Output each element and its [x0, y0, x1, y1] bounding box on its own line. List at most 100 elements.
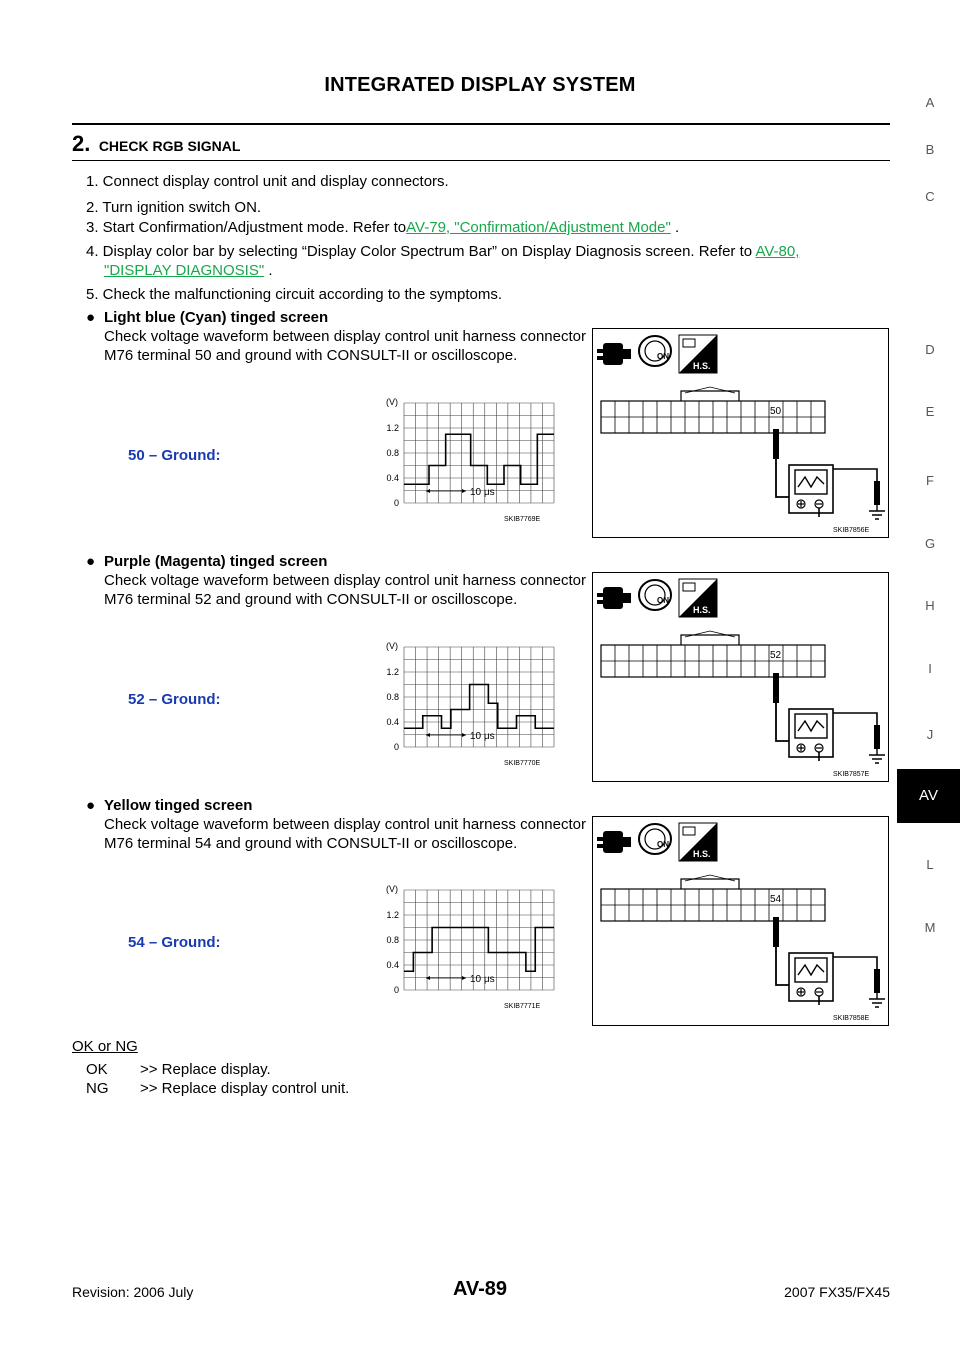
header-divider — [72, 123, 890, 125]
tab-e[interactable]: E — [925, 404, 935, 419]
section-number: 2. — [72, 131, 91, 156]
step-4: 4. Display color bar by selecting “Displ… — [86, 242, 890, 280]
waveform-line — [404, 433, 554, 486]
harness-connector — [600, 630, 826, 678]
tab-av-active[interactable]: AV — [897, 769, 960, 823]
connector-icon — [597, 343, 631, 365]
axis-tick-label: 1.2 — [386, 423, 399, 433]
axis-tick-label: 0.8 — [386, 692, 399, 702]
axis-unit: (V) — [386, 397, 398, 407]
step-5: 5. Check the malfunctioning circuit acco… — [86, 286, 503, 303]
step-3-suffix: . — [670, 219, 680, 236]
step-4-text: 4. Display color bar by selecting “Displ… — [86, 243, 756, 260]
harness-connector — [600, 874, 826, 922]
bullet-heading: Yellow tinged screen — [104, 797, 253, 814]
link-display-diagnosis[interactable]: "DISPLAY DIAGNOSIS" — [104, 262, 265, 279]
ground-label: 54 – Ground: — [128, 934, 221, 951]
scope-grid — [403, 646, 555, 748]
bullet-magenta: ● Purple (Magenta) tinged screen Check v… — [86, 552, 586, 609]
link-confirmation-mode[interactable]: AV-79, "Confirmation/Adjustment Mode" — [406, 219, 671, 236]
ng-result: >> Replace display control unit. — [140, 1080, 350, 1097]
tab-a[interactable]: A — [925, 95, 935, 110]
bullet-heading: Light blue (Cyan) tinged screen — [104, 309, 329, 326]
ground-label: 52 – Ground: — [128, 691, 221, 708]
section-title: 2. CHECK RGB SIGNAL — [72, 131, 240, 157]
axis-tick-label: 0.8 — [386, 935, 399, 945]
ground-symbol — [818, 712, 885, 764]
ng-key: NG — [86, 1080, 109, 1097]
harness-side-icon: H.S. — [678, 822, 718, 862]
waveform-line — [404, 683, 554, 730]
tab-b[interactable]: B — [925, 142, 935, 157]
tab-c[interactable]: C — [925, 189, 935, 204]
ok-key: OK — [86, 1061, 108, 1078]
axis-tick-label: 0 — [394, 985, 399, 995]
time-label: 10 μs — [470, 487, 495, 498]
footer-revision: Revision: 2006 July — [72, 1284, 194, 1300]
bullet-yellow: ● Yellow tinged screen Check voltage wav… — [86, 796, 586, 853]
scope-grid — [403, 889, 555, 991]
ok-or-ng-label: OK or NG — [72, 1038, 138, 1055]
axis-unit: (V) — [386, 884, 398, 894]
link-display-diagnosis-ref[interactable]: AV-80, — [755, 243, 800, 260]
tab-d[interactable]: D — [925, 342, 935, 357]
tab-f[interactable]: F — [926, 473, 934, 488]
svg-text:ON: ON — [657, 840, 669, 849]
terminal-label: 50 — [770, 406, 782, 417]
axis-tick-label: 1.2 — [386, 910, 399, 920]
connector-icon — [597, 587, 631, 609]
tab-g[interactable]: G — [924, 536, 936, 551]
bullet-body: Check voltage waveform between display c… — [104, 572, 586, 608]
step-1: 1. Connect display control unit and disp… — [86, 173, 449, 190]
probe-icon — [773, 917, 793, 986]
svg-text:H.S.: H.S. — [693, 361, 711, 371]
svg-text:H.S.: H.S. — [693, 605, 711, 615]
tab-m[interactable]: M — [924, 920, 936, 935]
figure-code: SKIB7857E — [833, 771, 870, 778]
waveform-line — [404, 926, 554, 973]
ground-label: 50 – Ground: — [128, 447, 221, 464]
oscilloscope-icon — [788, 952, 834, 1002]
figure-code: SKIB7771E — [504, 1003, 541, 1010]
tab-i[interactable]: I — [928, 661, 932, 676]
step-3: 3. Start Confirmation/Adjustment mode. R… — [86, 218, 890, 237]
connector-icon — [597, 831, 631, 853]
tab-l[interactable]: L — [926, 857, 934, 872]
tab-j[interactable]: J — [926, 727, 934, 742]
harness-connector — [600, 386, 826, 434]
step-3-text: 3. Start Confirmation/Adjustment mode. R… — [86, 219, 407, 236]
step-2: 2. Turn ignition switch ON. — [86, 199, 262, 216]
svg-text:ON: ON — [657, 596, 669, 605]
figure-code: SKIB7769E — [504, 516, 541, 523]
step-4-suffix: . — [264, 262, 273, 279]
axis-tick-label: 0.8 — [386, 448, 399, 458]
svg-text:H.S.: H.S. — [693, 849, 711, 859]
bullet-body: Check voltage waveform between display c… — [104, 328, 586, 364]
tab-h[interactable]: H — [925, 598, 935, 613]
axis-tick-label: 1.2 — [386, 667, 399, 677]
bullet-dot: ● — [86, 553, 96, 570]
axis-tick-label: 0.4 — [386, 717, 399, 727]
axis-unit: (V) — [386, 641, 398, 651]
probe-icon — [773, 429, 793, 498]
ok-result: >> Replace display. — [140, 1061, 271, 1078]
axis-tick-label: 0 — [394, 742, 399, 752]
harness-side-icon: H.S. — [678, 578, 718, 618]
svg-text:ON: ON — [657, 352, 669, 361]
scope-grid — [403, 402, 555, 504]
figure-code: SKIB7858E — [833, 1015, 870, 1022]
figure-code: SKIB7856E — [833, 527, 870, 534]
terminal-label: 54 — [770, 894, 782, 905]
axis-tick-label: 0.4 — [386, 960, 399, 970]
page-number: AV-89 — [452, 1278, 508, 1300]
terminal-label: 52 — [770, 650, 782, 661]
page-title: INTEGRATED DISPLAY SYSTEM — [324, 74, 636, 96]
bullet-cyan: ● Light blue (Cyan) tinged screen Check … — [86, 308, 586, 365]
harness-side-icon: H.S. — [678, 334, 718, 374]
ground-symbol — [818, 956, 885, 1008]
